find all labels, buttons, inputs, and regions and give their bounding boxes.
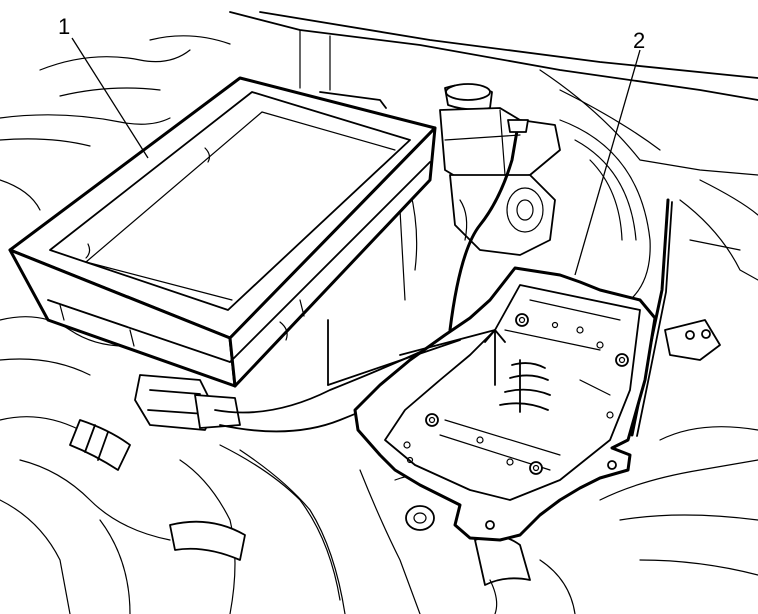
callout-1-leader <box>71 37 149 159</box>
battery-tray-part-2 <box>353 198 673 542</box>
insertion-arrows <box>327 319 506 386</box>
tray-bolt <box>425 413 439 427</box>
battery-box-part-1 <box>8 76 437 388</box>
tray-bolt <box>515 313 529 327</box>
callout-2-leader <box>574 49 641 276</box>
engine-bay-background <box>0 11 758 614</box>
tray-bolt <box>615 353 629 367</box>
callout-2-label: 2 <box>633 28 645 53</box>
brake-master-cylinder-assembly <box>399 83 651 332</box>
tray-bolt <box>529 461 543 475</box>
callout-1-label: 1 <box>58 14 70 39</box>
